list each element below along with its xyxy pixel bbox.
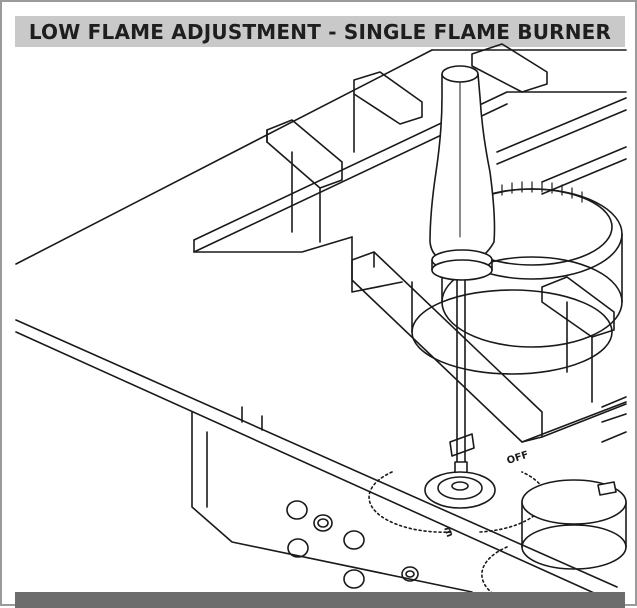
bottom-bar (15, 592, 625, 608)
page-title: LOW FLAME ADJUSTMENT - SINGLE FLAME BURN… (28, 19, 612, 44)
screwdriver-icon (429, 65, 496, 488)
hob-underside (191, 406, 473, 593)
right-knob (481, 479, 627, 608)
knob-off-label: OFF (506, 450, 530, 467)
pan-support (193, 43, 627, 443)
title-bar: LOW FLAME ADJUSTMENT - SINGLE FLAME BURN… (15, 16, 625, 47)
hob-surface (15, 49, 627, 603)
knob-min-label: m (441, 525, 455, 539)
